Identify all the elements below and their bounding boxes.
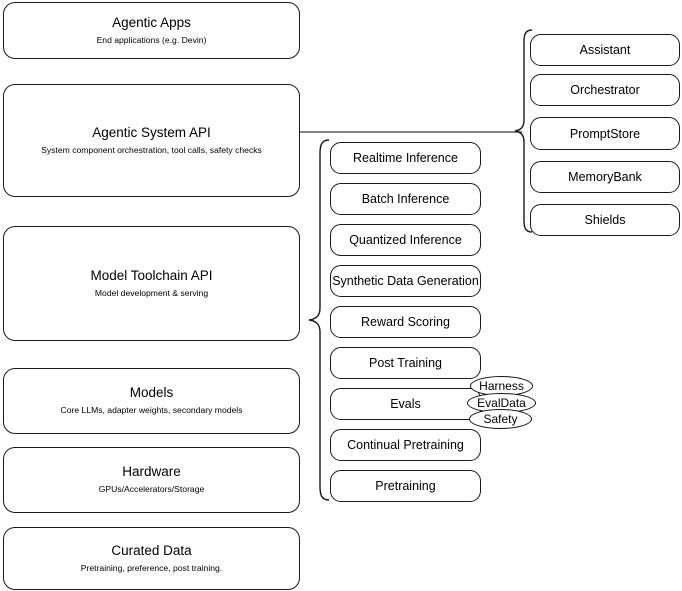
component-box-quantized-inference[interactable]: Quantized Inference — [330, 224, 481, 256]
component-box-batch-inference[interactable]: Batch Inference — [330, 183, 481, 215]
layer-subtitle: End applications (e.g. Devin) — [96, 34, 207, 45]
component-box-orchestrator[interactable]: Orchestrator — [530, 74, 680, 106]
layer-title: Curated Data — [111, 542, 192, 558]
layer-box-hardware[interactable]: Hardware GPUs/Accelerators/Storage — [3, 447, 300, 513]
layer-box-agentic-apps[interactable]: Agentic Apps End applications (e.g. Devi… — [3, 2, 300, 59]
evals-subcomponent-evaldata[interactable]: EvalData — [467, 393, 536, 413]
layer-box-agentic-system-api[interactable]: Agentic System API System component orch… — [3, 84, 300, 197]
component-box-promptstore[interactable]: PromptStore — [530, 117, 680, 150]
layer-title: Model Toolchain API — [90, 267, 213, 283]
layer-box-model-toolchain-api[interactable]: Model Toolchain API Model development & … — [3, 226, 300, 341]
layer-title: Hardware — [122, 464, 181, 479]
layer-subtitle: Core LLMs, adapter weights, secondary mo… — [60, 405, 243, 415]
evals-subcomponent-harness[interactable]: Harness — [470, 376, 533, 396]
layer-subtitle: Model development & serving — [94, 287, 209, 298]
component-box-reward-scoring[interactable]: Reward Scoring — [330, 306, 481, 338]
brace-model-toolchain-components — [303, 138, 331, 522]
evals-subcomponent-safety[interactable]: Safety — [469, 409, 532, 429]
component-box-synthetic-data-generation[interactable]: Synthetic Data Generation — [330, 265, 481, 297]
layer-title: Models — [129, 385, 174, 400]
component-box-assistant[interactable]: Assistant — [530, 34, 680, 66]
connector-agentic-system-api-to-components — [300, 126, 526, 138]
layer-box-models[interactable]: Models Core LLMs, adapter weights, secon… — [3, 368, 300, 434]
layer-subtitle: System component orchestration, tool cal… — [41, 144, 262, 155]
component-box-pretraining[interactable]: Pretraining — [330, 470, 481, 502]
layer-box-curated-data[interactable]: Curated Data Pretraining, preference, po… — [3, 527, 300, 590]
component-box-memorybank[interactable]: MemoryBank — [530, 161, 680, 193]
component-box-realtime-inference[interactable]: Realtime Inference — [330, 142, 481, 174]
component-box-post-training[interactable]: Post Training — [330, 347, 481, 379]
component-box-continual-pretraining[interactable]: Continual Pretraining — [330, 429, 481, 461]
layer-subtitle: GPUs/Accelerators/Storage — [98, 484, 205, 494]
component-box-shields[interactable]: Shields — [530, 204, 680, 236]
layer-title: Agentic System API — [92, 124, 211, 140]
layer-title: Agentic Apps — [112, 14, 191, 30]
component-box-evals[interactable]: Evals — [330, 388, 481, 420]
layer-subtitle: Pretraining, preference, post training. — [80, 562, 223, 573]
